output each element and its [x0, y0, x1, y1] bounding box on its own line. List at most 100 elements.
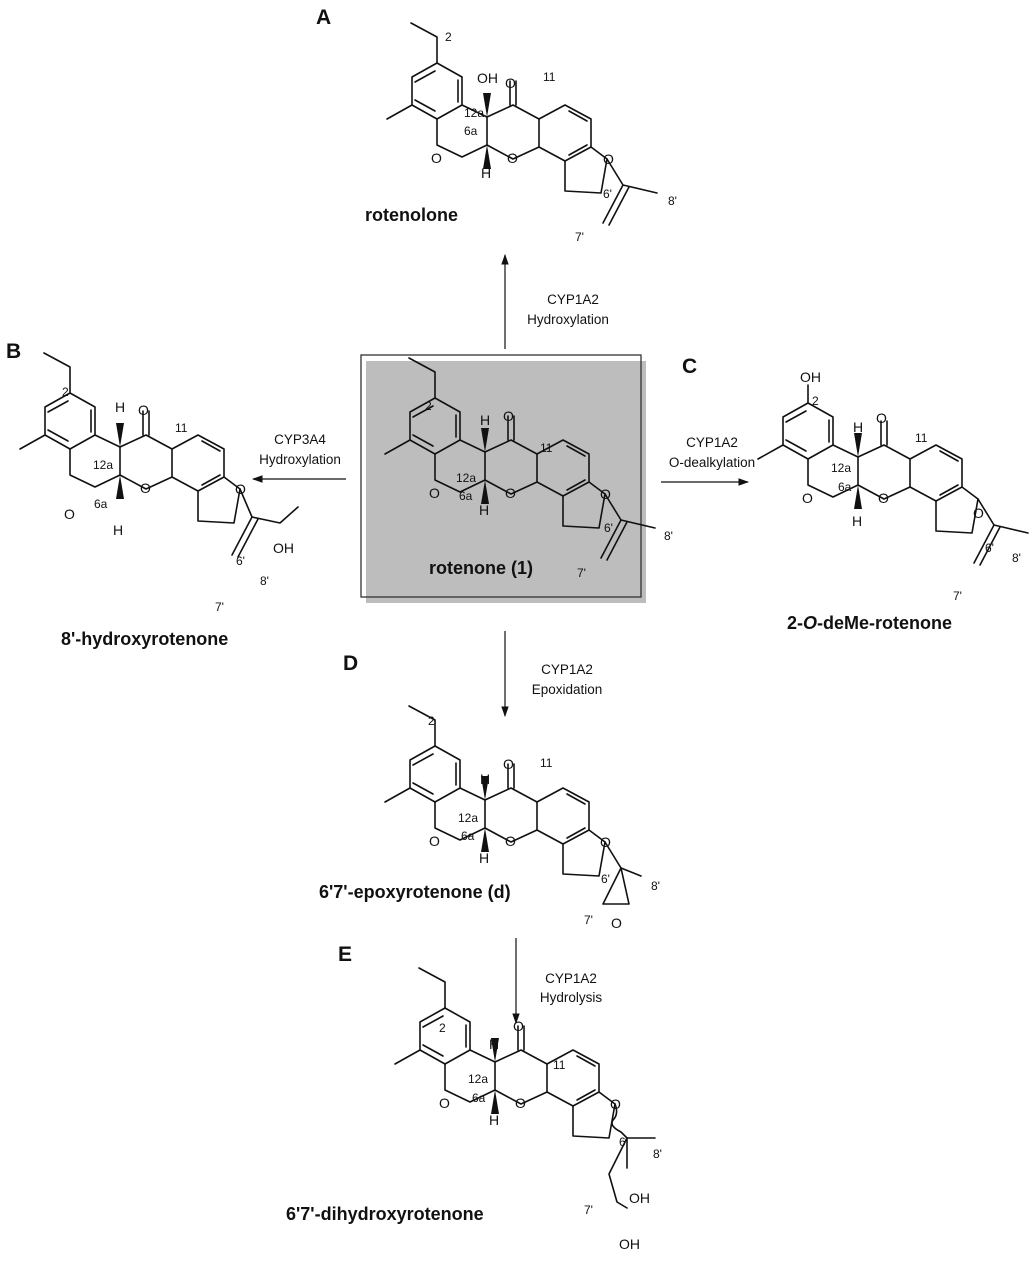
reaction-left-enzyme: CYP3A4 — [274, 432, 326, 447]
position-label: 8' — [260, 574, 269, 588]
oxygen-label: O — [505, 75, 516, 91]
position-label: 7' — [953, 589, 962, 603]
hydroxyrotenone-atom-labels: 2 H O 11 12a 6a O O O H OH 6' 8' 7' — [62, 385, 294, 614]
hydrogen-label: H — [115, 399, 125, 415]
dihydroxyrotenone-atom-labels: 2 H O 11 12a 6a O O O H 6' 8' OH 7' OH — [439, 1018, 662, 1252]
reaction-right-enzyme: CYP1A2 — [686, 435, 738, 450]
position-label: 2 — [428, 714, 435, 728]
panel-label-a: A — [316, 6, 331, 29]
rotenolone-atom-labels: 2 O OH 11 12a 6a O O O H 6' 8' 7' — [431, 30, 677, 244]
position-label: 2 — [62, 385, 69, 399]
position-label: 7' — [575, 230, 584, 244]
reaction-down2-enzyme: CYP1A2 — [545, 971, 597, 986]
hydroxyl-label: OH — [800, 369, 821, 385]
position-label: 11 — [553, 1058, 566, 1072]
position-label: 7' — [215, 600, 224, 614]
oxygen-label: O — [64, 506, 75, 522]
oxygen-label: O — [140, 480, 151, 496]
oxygen-label: O — [600, 486, 611, 502]
hydrogen-label: H — [481, 165, 491, 181]
position-label: 8' — [653, 1147, 662, 1161]
oxygen-label: O — [429, 833, 440, 849]
position-label: 6' — [604, 521, 613, 535]
hydrogen-label: H — [852, 513, 862, 529]
demethylrotenone-structure — [757, 384, 1029, 566]
hydroxyl-label: OH — [477, 70, 498, 86]
oxygen-label: O — [503, 756, 514, 772]
position-label: 8' — [664, 529, 673, 543]
position-label: 2 — [439, 1021, 446, 1035]
hydrogen-label: H — [479, 502, 489, 518]
position-label: 6' — [603, 187, 612, 201]
rotenone-structure — [384, 357, 656, 561]
oxygen-label: O — [235, 481, 246, 497]
rotenone-frame — [360, 354, 642, 598]
position-label: 6a — [464, 124, 478, 138]
position-label: 6a — [472, 1091, 486, 1105]
hydrogen-label: H — [480, 771, 490, 787]
hydroxyl-label: OH — [273, 540, 294, 556]
position-label: 12a — [468, 1072, 488, 1086]
position-label: 6a — [461, 829, 475, 843]
position-label: 7' — [584, 913, 593, 927]
position-label: 7' — [584, 1203, 593, 1217]
hydrogen-label: H — [113, 522, 123, 538]
epoxyrotenone-atom-labels: 2 O 11 H 12a 6a O O O H 6' 8' 7' O — [428, 714, 660, 931]
reaction-down-type: Epoxidation — [532, 682, 603, 697]
hydrogen-label: H — [480, 412, 490, 428]
position-label: 6a — [838, 480, 852, 494]
rotenolone-structure — [386, 22, 658, 226]
frame-shadow — [366, 361, 646, 603]
position-label: 11 — [915, 431, 928, 445]
oxygen-label: O — [878, 490, 889, 506]
position-label: 6' — [619, 1135, 628, 1149]
position-label: 6a — [94, 497, 108, 511]
position-label: 12a — [831, 461, 851, 475]
reaction-down2-type: Hydrolysis — [540, 990, 603, 1005]
hydrogen-label: H — [489, 1112, 499, 1128]
compound-name-rotenolone: rotenolone — [365, 205, 458, 225]
oxygen-label: O — [429, 485, 440, 501]
oxygen-label: O — [876, 410, 887, 426]
position-label: 11 — [543, 70, 556, 84]
reaction-down-enzyme: CYP1A2 — [541, 662, 593, 677]
compound-name-dihydroxyrotenone: 6'7'-dihydroxyrotenone — [286, 1204, 484, 1224]
compound-name-rotenone: rotenone (1) — [429, 558, 533, 578]
position-label: 6' — [236, 554, 245, 568]
hydrogen-label: H — [853, 419, 863, 435]
position-label: 11 — [540, 756, 553, 770]
compound-name-demethyl-italic: O — [803, 613, 817, 633]
position-label: 11 — [540, 441, 553, 455]
compound-name-demethyl-suffix: -deMe-rotenone — [817, 613, 952, 633]
position-label: 12a — [456, 471, 476, 485]
position-label: 2 — [812, 394, 819, 408]
reaction-left-type: Hydroxylation — [259, 452, 341, 467]
position-label: 2 — [445, 30, 452, 44]
hydroxyl-label: OH — [619, 1236, 640, 1252]
oxygen-label: O — [505, 833, 516, 849]
position-label: 6' — [601, 872, 610, 886]
reaction-right-type: O-dealkylation — [669, 455, 755, 470]
oxygen-label: O — [431, 150, 442, 166]
oxygen-label: O — [603, 151, 614, 167]
oxygen-label: O — [439, 1095, 450, 1111]
dihydroxyrotenone-structure — [394, 967, 656, 1209]
oxygen-label: O — [802, 490, 813, 506]
position-label: 8' — [668, 194, 677, 208]
oxygen-label: O — [973, 505, 984, 521]
reaction-up-type: Hydroxylation — [527, 312, 609, 327]
panel-label-b: B — [6, 340, 21, 363]
position-label: 7' — [577, 566, 586, 580]
oxygen-label: O — [503, 408, 514, 424]
panel-label-c: C — [682, 355, 697, 378]
oxygen-label: O — [505, 485, 516, 501]
position-label: 2 — [425, 399, 432, 413]
demethylrotenone-atom-labels: OH 2 H O 11 12a 6a O O O H 6' 8' 7' — [800, 369, 1021, 603]
position-label: 11 — [175, 421, 188, 435]
epoxyrotenone-structure — [384, 705, 642, 905]
hydroxyl-label: OH — [629, 1190, 650, 1206]
position-label: 12a — [458, 811, 478, 825]
compound-name-hydroxyrotenone: 8'-hydroxyrotenone — [61, 629, 228, 649]
oxygen-label: O — [138, 402, 149, 418]
